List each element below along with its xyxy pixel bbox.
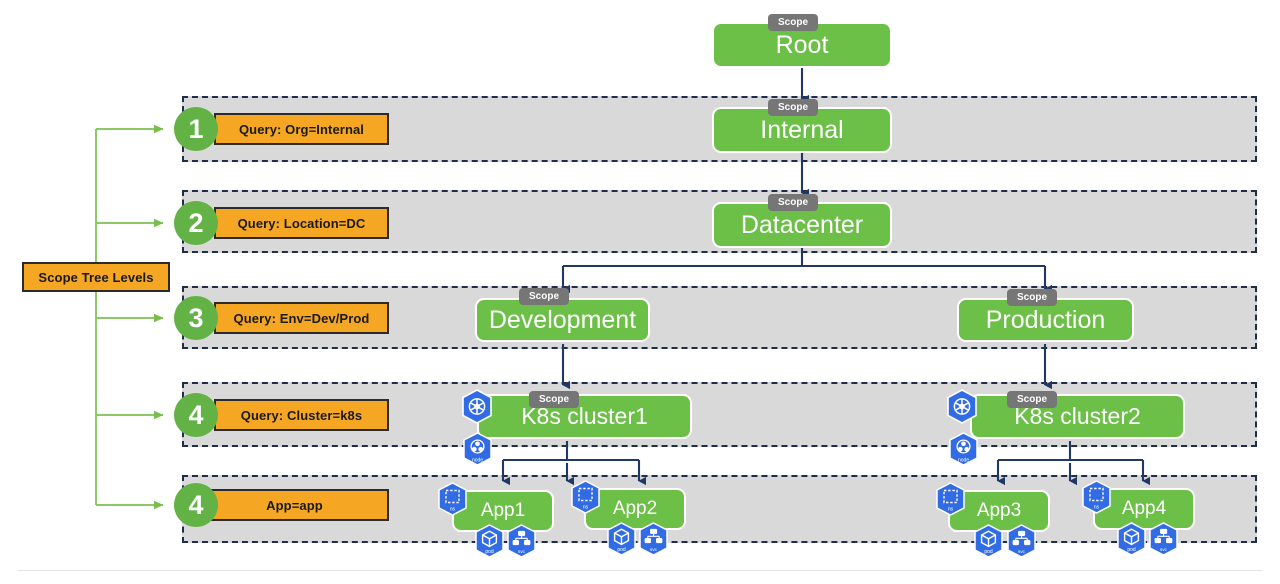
ns-icon-app3: ns [935, 482, 966, 516]
svc-icon-app3: svc [1006, 524, 1037, 558]
svg-text:svc: svc [518, 549, 526, 554]
level-number-3: 3 [174, 296, 218, 340]
svc-icon-app4: svc [1148, 522, 1179, 556]
svg-text:ns: ns [450, 507, 456, 513]
level-number-2: 2 [174, 201, 218, 245]
pod-icon-app4: pod [1116, 522, 1147, 556]
svc-icon-app1: svc [506, 524, 537, 558]
level-number-2-text: 2 [188, 207, 204, 238]
svg-text:pod: pod [1127, 547, 1136, 553]
svg-text:node: node [472, 457, 483, 463]
level-number-4-text: 4 [188, 399, 204, 430]
pod-icon-app2: pod [606, 522, 637, 556]
ns-icon-app2: ns [570, 480, 601, 514]
k8s-helm-icon-cluster1 [461, 389, 493, 424]
scope-tag-datacenter: Scope [768, 194, 819, 211]
ns-icon-app1: ns [437, 482, 468, 516]
footer-divider [18, 570, 1262, 571]
svg-text:ns: ns [948, 507, 954, 513]
scope-tag-internal: Scope [768, 99, 819, 116]
level-number-1: 1 [174, 107, 218, 151]
svg-text:pod: pod [984, 549, 993, 555]
query-box-level-3: Query: Env=Dev/Prod [214, 302, 389, 334]
level-number-3-text: 3 [188, 302, 204, 333]
node-k8s-cluster2[interactable]: K8s cluster2 [970, 394, 1185, 439]
node-icon-cluster1: node [462, 432, 493, 466]
svg-text:pod: pod [485, 549, 494, 555]
pod-icon-app1: pod [474, 524, 505, 558]
svc-icon-app2: svc [638, 522, 669, 556]
svg-text:ns: ns [583, 505, 589, 511]
scope-tag-cluster1: Scope [529, 391, 580, 408]
scope-tag-production: Scope [1007, 289, 1058, 306]
level-number-4: 4 [174, 393, 218, 437]
svg-text:node: node [958, 457, 969, 463]
scope-tag-development: Scope [519, 288, 570, 305]
level-number-5-text: 4 [188, 489, 204, 520]
ns-icon-app4: ns [1081, 480, 1112, 514]
scope-tree-levels-label: Scope Tree Levels [22, 262, 170, 292]
svg-text:svc: svc [1018, 549, 1026, 554]
query-box-level-1: Query: Org=Internal [214, 113, 389, 145]
node-icon-cluster2: node [948, 432, 979, 466]
query-box-level-2: Query: Location=DC [214, 207, 389, 239]
node-app1[interactable]: App1 [452, 490, 554, 532]
node-k8s-cluster1[interactable]: K8s cluster1 [477, 394, 692, 439]
k8s-helm-icon-cluster2 [946, 389, 978, 424]
query-box-level-4: Query: Cluster=k8s [214, 399, 389, 431]
node-development[interactable]: Development [475, 298, 650, 342]
svg-text:ns: ns [1094, 505, 1100, 511]
svg-text:svc: svc [650, 547, 658, 552]
node-app2[interactable]: App2 [584, 488, 686, 530]
scope-tag-root: Scope [768, 14, 819, 31]
node-datacenter[interactable]: Datacenter [712, 202, 892, 248]
svg-text:svc: svc [1160, 547, 1168, 552]
scope-tag-cluster2: Scope [1007, 391, 1058, 408]
level-number-1-text: 1 [188, 113, 204, 144]
level-number-5: 4 [174, 483, 218, 527]
svg-text:pod: pod [617, 547, 626, 553]
pod-icon-app3: pod [973, 524, 1004, 558]
query-box-level-5: App=app [200, 489, 389, 521]
